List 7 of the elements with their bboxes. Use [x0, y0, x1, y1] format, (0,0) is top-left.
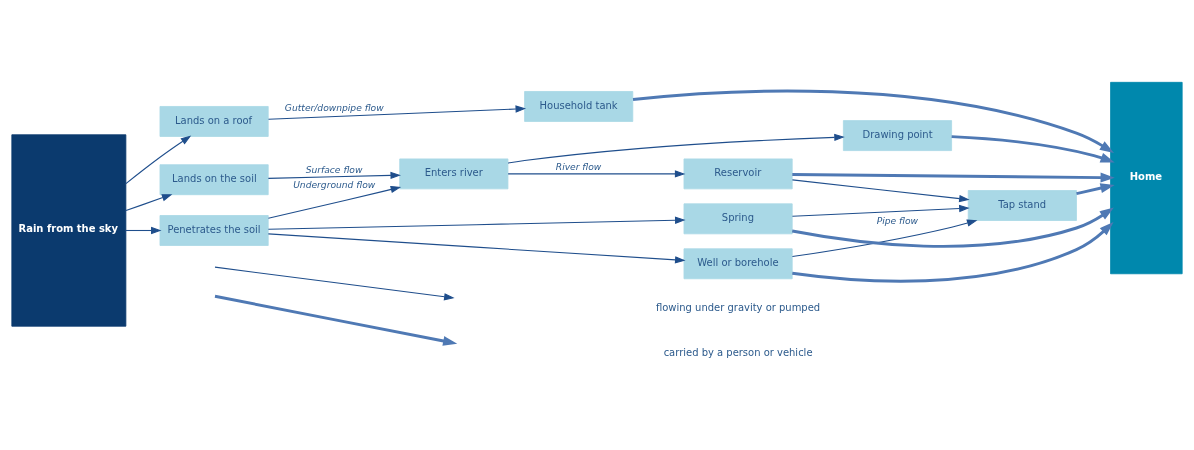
edge-label: Surface flow	[305, 164, 363, 175]
legend-label: flowing under gravity or pumped	[656, 301, 821, 313]
legend-label: carried by a person or vehicle	[663, 346, 813, 358]
edge-label: River flow	[555, 161, 602, 172]
edge-label: Underground flow	[293, 179, 376, 190]
edge-label: Gutter/downpipe flow	[284, 102, 384, 113]
edge-label: Pipe flow	[876, 215, 919, 226]
